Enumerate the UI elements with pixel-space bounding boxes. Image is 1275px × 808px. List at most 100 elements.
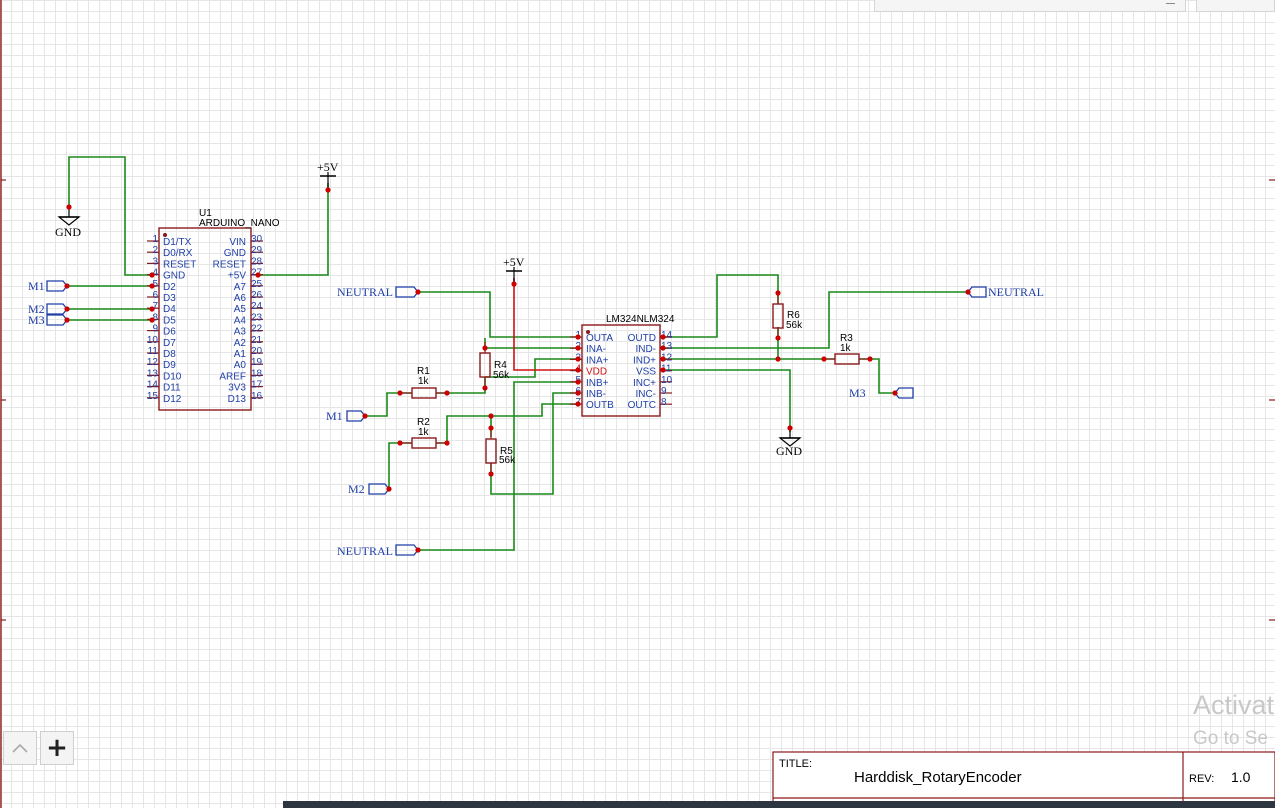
junction-dot bbox=[575, 379, 581, 385]
zoom-out-button[interactable] bbox=[3, 731, 37, 765]
zoom-in-button[interactable]: + bbox=[40, 731, 74, 765]
pin-number: 8 bbox=[661, 397, 667, 408]
resistor-r6[interactable]: R6 56k bbox=[772, 293, 803, 338]
junction-dot bbox=[149, 306, 155, 312]
r2-value: 1k bbox=[418, 427, 430, 438]
junction-dot bbox=[488, 425, 494, 431]
pin-number: 30 bbox=[251, 234, 263, 245]
net-flag-m2-left[interactable]: M2 bbox=[28, 302, 68, 316]
net-flag-neutral-3[interactable]: NEUTRAL bbox=[967, 285, 1044, 299]
net-flag-m1-left[interactable]: M1 bbox=[28, 279, 68, 293]
pin-name: RESET bbox=[213, 259, 246, 270]
pin-number: 19 bbox=[251, 357, 263, 368]
junction-dot bbox=[660, 367, 666, 373]
junction-dot bbox=[488, 413, 494, 419]
pin-number: 23 bbox=[251, 312, 263, 323]
resistor-r2[interactable]: R2 1k bbox=[400, 417, 447, 449]
top-dropdown-panel[interactable] bbox=[874, 0, 1186, 12]
net-flag-neutral-2[interactable]: NEUTRAL bbox=[337, 544, 419, 558]
pin-name: D13 bbox=[228, 394, 247, 405]
vcc-symbol-opamp[interactable]: +5V bbox=[503, 255, 525, 284]
junction-dot bbox=[397, 440, 403, 446]
junction-dot bbox=[149, 317, 155, 323]
resistor-r4[interactable]: R4 56k bbox=[479, 342, 510, 388]
pin-name: IND- bbox=[635, 344, 656, 355]
activate-watermark: Activat bbox=[1193, 690, 1275, 720]
r2-ref: R2 bbox=[417, 417, 430, 428]
pin-number: 8 bbox=[152, 312, 158, 323]
pin-number: 25 bbox=[251, 279, 263, 290]
r3-ref: R3 bbox=[840, 333, 853, 344]
lm324-opamp[interactable]: LM324NLM324 1OUTA2INA-3INA+4VDD5INB+6INB… bbox=[570, 314, 675, 417]
rev-value: 1.0 bbox=[1231, 769, 1251, 785]
pin-number: 10 bbox=[661, 375, 673, 386]
pin-name: A6 bbox=[234, 293, 247, 304]
vcc-symbol-nano[interactable]: +5V bbox=[317, 160, 339, 190]
minimize-icon[interactable] bbox=[1166, 3, 1175, 4]
gnd-symbol-top[interactable]: GND bbox=[55, 207, 81, 239]
pin-name: VDD bbox=[586, 367, 607, 378]
net-flag-m3-right[interactable]: M3 bbox=[849, 386, 914, 400]
nano-left-pin-9[interactable]: 9 D6 bbox=[147, 324, 176, 338]
resistor-r3[interactable]: R3 1k bbox=[824, 333, 870, 365]
junction-dot bbox=[64, 283, 70, 289]
junction-dot bbox=[397, 390, 403, 396]
junction-dot bbox=[149, 272, 155, 278]
gnd-symbol-right[interactable]: GND bbox=[776, 428, 802, 458]
junction-dot bbox=[775, 335, 781, 341]
net-flag-m2-mid[interactable]: M2 bbox=[348, 482, 390, 496]
resistor-r5[interactable]: R5 56k bbox=[485, 428, 516, 474]
pin-number: 29 bbox=[251, 245, 263, 256]
bottom-scrollbar[interactable] bbox=[283, 801, 1275, 808]
net-flag-m3-left[interactable]: M3 bbox=[28, 313, 68, 327]
top-side-panel[interactable] bbox=[1196, 0, 1275, 12]
net-flag-m1-mid[interactable]: M1 bbox=[326, 409, 366, 423]
pin-name: D1/TX bbox=[163, 237, 192, 248]
pin-name: A1 bbox=[234, 349, 247, 360]
pin-name: A5 bbox=[234, 304, 247, 315]
junction-dot bbox=[482, 345, 488, 351]
pin-name: INB- bbox=[586, 389, 606, 400]
resistor-r1[interactable]: R1 1k bbox=[400, 366, 447, 399]
pin-number: 12 bbox=[147, 357, 159, 368]
junction-dot bbox=[415, 547, 421, 553]
pin-name: D10 bbox=[163, 371, 182, 382]
net-flag-neutral-1[interactable]: NEUTRAL bbox=[337, 285, 419, 299]
pin-name: 3V3 bbox=[228, 383, 246, 394]
junction-dot bbox=[660, 334, 666, 340]
pin-name: D6 bbox=[163, 327, 176, 338]
r3-value: 1k bbox=[840, 343, 852, 354]
pin-number: 9 bbox=[152, 324, 158, 335]
junction-dot bbox=[867, 356, 873, 362]
